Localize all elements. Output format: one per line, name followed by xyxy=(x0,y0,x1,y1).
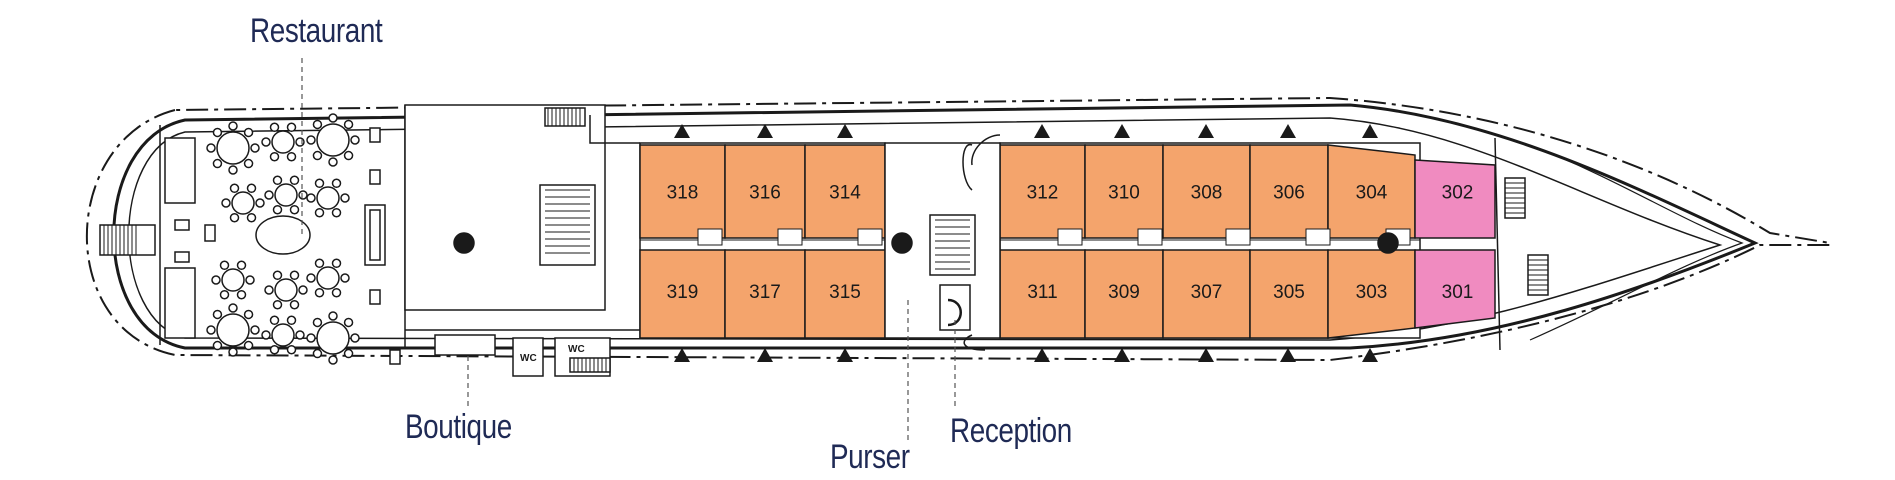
round-table xyxy=(306,178,350,218)
cabin-number: 316 xyxy=(749,183,781,204)
cabin-number: 310 xyxy=(1108,183,1140,204)
cabin-308[interactable]: 308 xyxy=(1162,144,1251,239)
window-marker xyxy=(674,124,690,138)
window-marker xyxy=(674,348,690,362)
restaurant-area xyxy=(159,105,406,365)
window-marker xyxy=(1362,124,1378,138)
cabin-311[interactable]: 311 xyxy=(999,249,1086,339)
window-marker xyxy=(1198,124,1214,138)
boutique-label: Boutique xyxy=(405,408,512,446)
cabin-number: 319 xyxy=(667,282,699,303)
corridor-nook xyxy=(1057,228,1083,246)
cabin-number: 309 xyxy=(1108,282,1140,303)
cabin-number: 303 xyxy=(1356,282,1388,303)
cabins: 318 316 314 312 310 308 306 304 302 319 317 315 311 3… xyxy=(639,144,1496,339)
cabin-number: 307 xyxy=(1191,282,1223,303)
cabin-302[interactable]: 302 xyxy=(1414,159,1496,239)
cabin-number: 317 xyxy=(749,282,781,303)
cabin-310[interactable]: 310 xyxy=(1084,144,1164,239)
restaurant-label: Restaurant xyxy=(250,12,383,50)
bow-stairs xyxy=(1504,177,1549,296)
cabin-number: 306 xyxy=(1273,183,1305,204)
round-table xyxy=(206,121,260,175)
cabin-number: 308 xyxy=(1191,183,1223,204)
corridor-nook xyxy=(697,228,723,246)
cabin-number: 312 xyxy=(1027,183,1059,204)
cabin-312[interactable]: 312 xyxy=(999,144,1086,239)
window-marker xyxy=(1114,124,1130,138)
cabin-number: 305 xyxy=(1273,282,1305,303)
window-marker xyxy=(757,348,773,362)
cabin-number: 301 xyxy=(1442,282,1474,303)
round-table xyxy=(306,258,350,298)
round-table xyxy=(261,122,305,162)
window-marker xyxy=(1280,124,1296,138)
round-table xyxy=(306,311,360,365)
corridor-nook xyxy=(777,228,803,246)
corridor-nook xyxy=(1305,228,1331,246)
cabin-318[interactable]: 318 xyxy=(639,144,726,239)
wc-label-1: WC xyxy=(520,353,537,364)
window-marker xyxy=(1034,348,1050,362)
window-marker xyxy=(1362,348,1378,362)
cabin-number: 304 xyxy=(1356,183,1388,204)
round-table xyxy=(221,183,265,223)
cabin-303[interactable]: 303 xyxy=(1327,249,1416,339)
round-table xyxy=(206,303,260,357)
cabin-314[interactable]: 314 xyxy=(804,144,886,239)
window-marker xyxy=(1280,348,1296,362)
cabin-316[interactable]: 316 xyxy=(724,144,806,239)
callout-leaders xyxy=(301,58,956,440)
window-marker xyxy=(1198,348,1214,362)
lounge-area xyxy=(404,104,640,311)
cabin-number: 311 xyxy=(1027,282,1057,303)
corridor-nook xyxy=(1137,228,1163,246)
round-table xyxy=(306,113,360,167)
cabin-307[interactable]: 307 xyxy=(1162,249,1251,339)
central-stairwell xyxy=(884,134,1399,351)
cabin-317[interactable]: 317 xyxy=(724,249,806,339)
cabin-309[interactable]: 309 xyxy=(1084,249,1164,339)
window-markers xyxy=(674,124,1378,362)
window-marker xyxy=(1034,124,1050,138)
window-marker xyxy=(837,124,853,138)
cabin-305[interactable]: 305 xyxy=(1249,249,1329,339)
cabin-number: 302 xyxy=(1442,183,1474,204)
cabin-number: 315 xyxy=(829,282,861,303)
round-table xyxy=(261,315,305,355)
purser-label: Purser xyxy=(830,438,910,476)
cabin-301[interactable]: 301 xyxy=(1414,249,1496,329)
cabin-number: 318 xyxy=(667,183,699,204)
round-table xyxy=(264,175,308,215)
window-marker xyxy=(757,124,773,138)
corridor-nook xyxy=(1225,228,1251,246)
window-marker xyxy=(1114,348,1130,362)
wc-label-2: WC xyxy=(568,344,585,355)
cabin-319[interactable]: 319 xyxy=(639,249,726,339)
cabin-315[interactable]: 315 xyxy=(804,249,886,339)
cabin-304[interactable]: 304 xyxy=(1327,144,1416,239)
cabin-306[interactable]: 306 xyxy=(1249,144,1329,239)
window-marker xyxy=(837,348,853,362)
corridor-nook xyxy=(857,228,883,246)
boutique-wc-area xyxy=(405,329,640,377)
round-table xyxy=(211,260,255,300)
round-table xyxy=(264,270,308,310)
stern-stairs xyxy=(99,224,156,256)
cabin-number: 314 xyxy=(829,183,861,204)
reception-label: Reception xyxy=(950,412,1072,450)
